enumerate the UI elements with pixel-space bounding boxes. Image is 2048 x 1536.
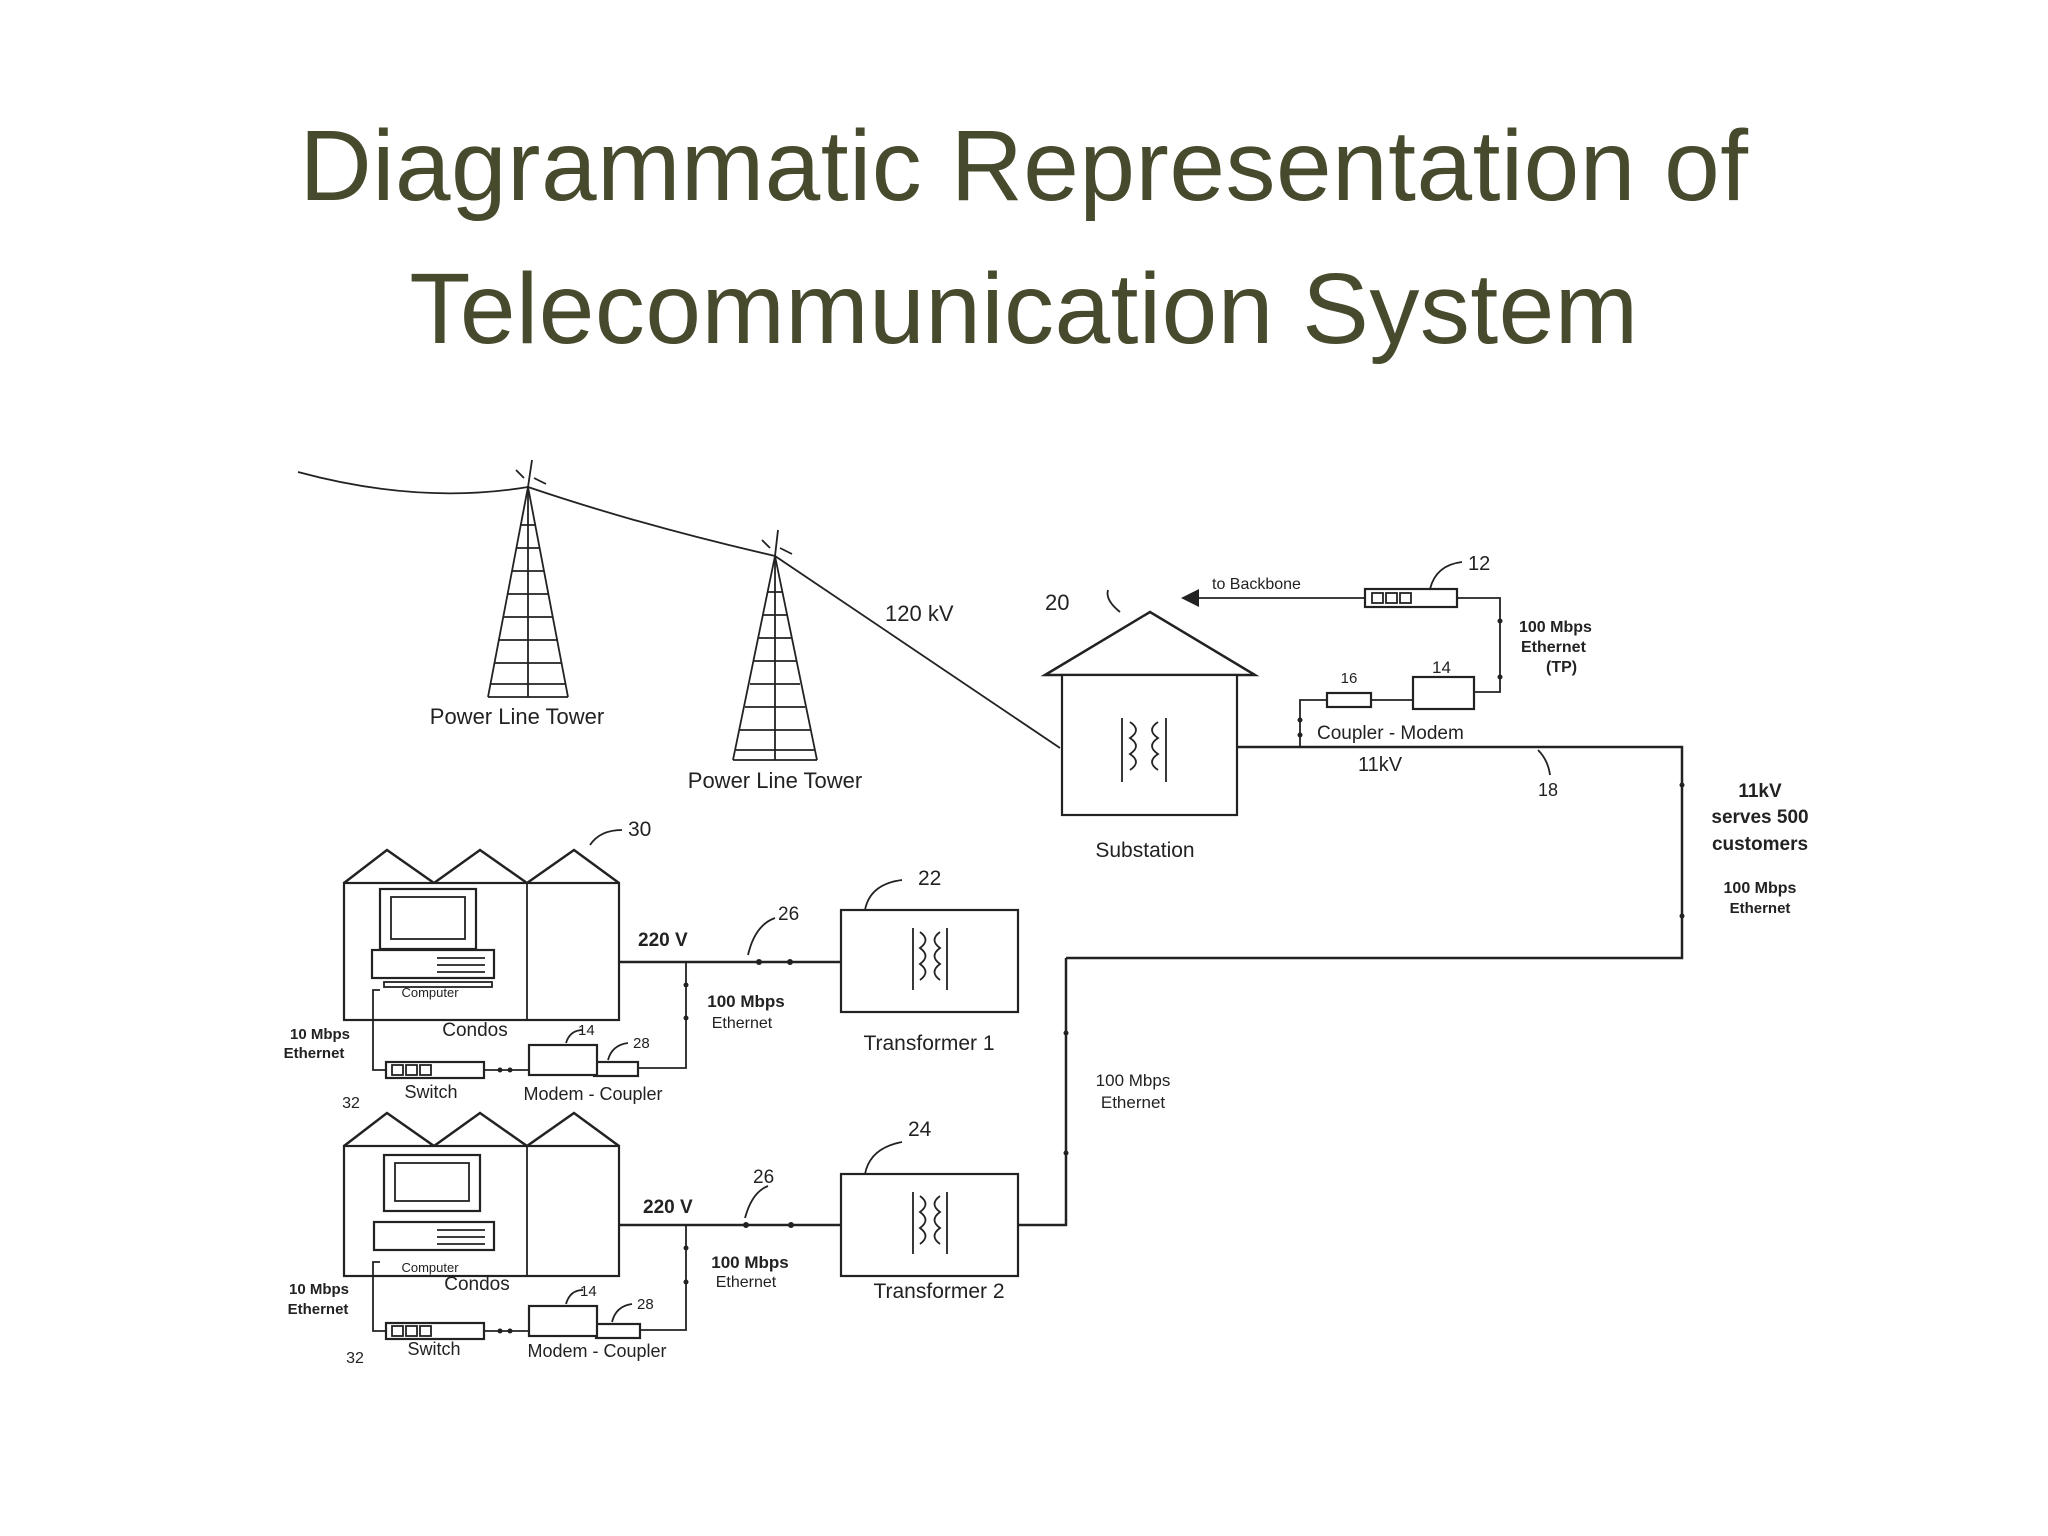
ref-26-a: 26	[778, 904, 799, 925]
eth-mid-a-l2: Ethernet	[712, 1015, 773, 1032]
power-line-tower-2	[732, 529, 818, 761]
condos-a	[342, 848, 621, 1022]
ref30-leader	[589, 829, 623, 846]
voltage-120kv: 120 kV	[885, 601, 954, 626]
switch-computer-link-b	[372, 1261, 386, 1332]
ref-28-b: 28	[637, 1296, 654, 1313]
slide-title: Diagrammatic Representation of Telecommu…	[0, 95, 2048, 381]
right-eth-l2: Ethernet	[1730, 900, 1791, 917]
switch-b-label: Switch	[407, 1339, 460, 1359]
condos-a-label: Condos	[442, 1020, 508, 1041]
modem-14-b	[527, 1304, 599, 1338]
modem-coupler-b-label: Modem - Coupler	[527, 1341, 666, 1361]
voltage-11kv: 11kV	[1358, 754, 1403, 776]
coupler-28-a	[592, 1060, 640, 1078]
tower2-label: Power Line Tower	[688, 768, 862, 793]
coupler-16	[1325, 691, 1373, 709]
transformer-1	[839, 908, 1020, 1014]
condos-b-label: Condos	[444, 1274, 510, 1295]
ten-b-l1: 10 Mbps	[289, 1281, 349, 1298]
substation	[1040, 610, 1260, 817]
coupler-28-b	[594, 1322, 642, 1340]
ref12-leader	[1429, 561, 1463, 590]
switch-computer-link-a	[372, 989, 386, 1071]
eth-mid-a-l1: 100 Mbps	[707, 992, 784, 1011]
coupler-modem-label: Coupler - Modem	[1317, 723, 1464, 744]
drop-b	[639, 1225, 687, 1331]
vert-eth-l2: Ethernet	[1101, 1093, 1166, 1112]
slide-title-line2: Telecommunication System	[409, 253, 1639, 365]
slide-title-line1: Diagrammatic Representation of	[299, 110, 1749, 222]
ref26b-leader	[744, 1185, 769, 1219]
tp-eth-l3: (TP)	[1546, 659, 1577, 676]
transformer2-label: Transformer 2	[873, 1280, 1004, 1303]
modem-14-top	[1411, 675, 1476, 711]
ref14b-leader	[565, 1289, 584, 1305]
ref-20: 20	[1045, 590, 1069, 615]
serves-l3: customers	[1712, 834, 1808, 855]
mv-line-11kv	[1066, 745, 1684, 960]
modem-14-a	[527, 1043, 599, 1077]
ref-30: 30	[628, 818, 651, 841]
substation-label: Substation	[1095, 839, 1194, 862]
eth-mid-b-l1: 100 Mbps	[711, 1253, 788, 1272]
ref20-leader	[1106, 589, 1121, 613]
ten-a-l1: 10 Mbps	[290, 1026, 350, 1043]
ref-32-a: 32	[342, 1095, 360, 1112]
ref14a-leader	[565, 1029, 584, 1044]
eth-mid-b-l2: Ethernet	[716, 1274, 777, 1291]
computer-b-label: Computer	[401, 1260, 459, 1275]
ten-b-l2: Ethernet	[288, 1301, 349, 1318]
power-line-tower-1	[487, 459, 569, 698]
ref-16: 16	[1341, 670, 1358, 687]
ref18-leader	[1537, 749, 1551, 776]
ref28b-leader	[611, 1303, 633, 1323]
ref-32-b: 32	[346, 1350, 364, 1367]
right-eth-l1: 100 Mbps	[1724, 880, 1797, 897]
ref24-leader	[864, 1141, 903, 1175]
ref-14-b: 14	[580, 1283, 597, 1300]
ref22-leader	[864, 879, 903, 911]
tp-eth-l2: Ethernet	[1521, 639, 1587, 656]
volt-220-a: 220 V	[638, 930, 688, 951]
ref-18: 18	[1538, 780, 1558, 800]
ref26a-leader	[747, 917, 776, 956]
drop-a	[639, 962, 687, 1069]
coupler-links	[1299, 699, 1413, 747]
ref-14-top: 14	[1432, 658, 1451, 677]
ref-14-a: 14	[578, 1022, 595, 1039]
tower1-label: Power Line Tower	[430, 704, 604, 729]
transformer-feeder	[1018, 958, 1068, 1227]
transformer-2	[839, 1172, 1020, 1278]
ten-a-l2: Ethernet	[284, 1045, 345, 1062]
serves-l1: 11kV	[1738, 781, 1782, 802]
ref-22: 22	[918, 867, 941, 890]
condos-b	[342, 1111, 621, 1278]
serves-l2: serves 500	[1711, 807, 1808, 828]
backbone-label: to Backbone	[1212, 576, 1301, 593]
ref-24: 24	[908, 1118, 932, 1141]
ref-28-a: 28	[633, 1035, 650, 1052]
transformer1-label: Transformer 1	[863, 1032, 994, 1055]
ref-26-b: 26	[753, 1167, 774, 1188]
computer-a-label: Computer	[401, 985, 459, 1000]
tp-eth-l1: 100 Mbps	[1519, 619, 1592, 636]
switch-a-label: Switch	[404, 1082, 457, 1102]
vert-eth-l1: 100 Mbps	[1096, 1071, 1171, 1090]
tp-ethernet-line	[1457, 597, 1501, 693]
ref-12: 12	[1468, 553, 1490, 575]
volt-220-b: 220 V	[643, 1197, 693, 1218]
ref28a-leader	[607, 1042, 629, 1061]
modem-coupler-a-label: Modem - Coupler	[523, 1084, 662, 1104]
